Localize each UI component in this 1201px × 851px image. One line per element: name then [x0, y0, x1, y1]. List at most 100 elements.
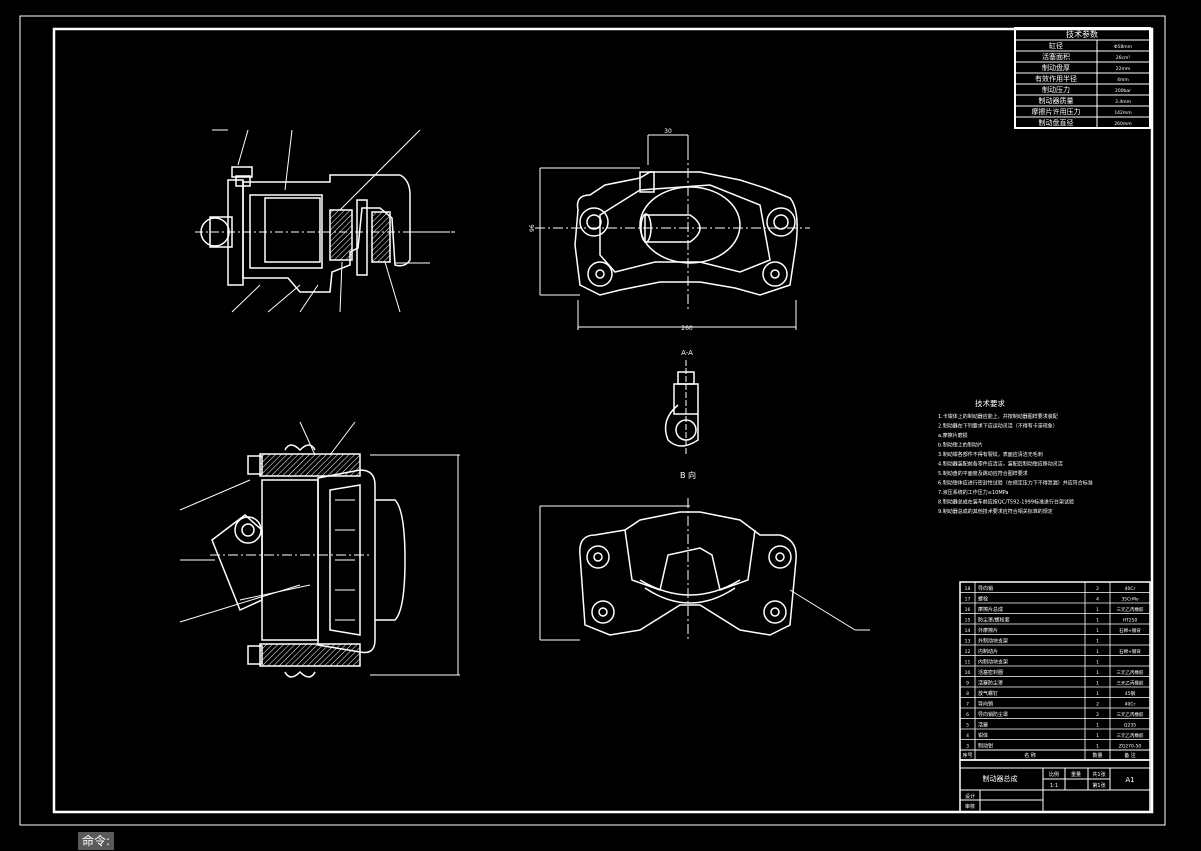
spec-label: 摩擦片许用压力 — [1032, 107, 1081, 116]
parts-cell: 4 — [966, 733, 969, 739]
parts-cell: 14 — [965, 628, 971, 634]
parts-header: 数量 — [1092, 752, 1102, 759]
parts-cell: 外制动块支架 — [978, 638, 1008, 645]
parts-cell: 35CrMo — [1121, 597, 1139, 603]
parts-cell: 45钢 — [1125, 690, 1136, 697]
parts-cell: 导向销 — [978, 701, 993, 708]
parts-cell: 活塞防尘罩 — [978, 680, 1003, 687]
parts-cell: 1 — [1096, 628, 1099, 634]
spec-value: 4mm — [1117, 77, 1129, 83]
parts-cell: 三元乙丙橡胶 — [1117, 711, 1144, 718]
spec-value: 142mm — [1114, 110, 1131, 116]
tech-req-line: 4.制动器装配前各零件应清洁，装配后制动钳应移动灵活 — [938, 461, 1063, 468]
caliper-bottom-view — [539, 498, 870, 641]
parts-cell: 15 — [965, 618, 971, 624]
parts-cell: 1 — [1096, 607, 1099, 613]
parts-cell: 8 — [966, 691, 969, 697]
parts-cell: 40Cr — [1125, 702, 1136, 708]
parts-cell: 7 — [966, 702, 969, 708]
spec-label: 活塞面积 — [1042, 52, 1070, 61]
tech-req-line: a.摩擦片磨损 — [938, 432, 968, 439]
spec-label: 制动盘直径 — [1039, 118, 1074, 127]
spec-value: 3.4mm — [1115, 99, 1131, 105]
spec-label: 制动盘厚 — [1042, 63, 1070, 72]
spec-value: Φ58mm — [1114, 44, 1132, 50]
tech-req-line: 1.卡钳体上的制动器应能上、并按制动器图样要求装配 — [938, 413, 1058, 420]
parts-cell: 内制动块支架 — [978, 659, 1008, 666]
parts-cell: 4 — [1096, 597, 1099, 603]
parts-cell: 制动钳 — [978, 743, 993, 750]
parts-cell: 9 — [966, 681, 969, 687]
parts-cell: 2 — [1096, 586, 1099, 592]
parts-cell: 放气螺钉 — [978, 690, 998, 697]
parts-cell: 摩擦片总成 — [978, 606, 1003, 613]
section-aa-view — [664, 360, 699, 455]
caliper-side-view — [179, 421, 460, 678]
parts-cell: Q235 — [1124, 723, 1136, 729]
parts-cell: 5 — [966, 723, 969, 729]
parts-cell: 外摩擦片 — [978, 627, 998, 634]
parts-cell: 1 — [1096, 733, 1099, 739]
parts-cell: 三元乙丙橡胶 — [1117, 606, 1144, 613]
tech-req-line: 2.制动器在下列要求下应运动灵活（不得有卡滞现象） — [938, 423, 1058, 430]
scale-label: 比例 — [1049, 771, 1059, 778]
parts-cell: 1 — [1096, 723, 1099, 729]
parts-cell: 石棉+钢背 — [1119, 648, 1141, 655]
parts-cell: 1 — [1096, 670, 1099, 676]
dim-small: 30 — [664, 128, 672, 135]
sheet-format: A1 — [1125, 776, 1134, 784]
parts-cell: 2 — [1096, 712, 1099, 718]
caliper-section-view — [195, 129, 455, 313]
parts-cell: 导向销 — [978, 585, 993, 592]
parts-cell: 17 — [965, 597, 971, 603]
parts-cell: 1 — [1096, 639, 1099, 645]
parts-cell: 18 — [965, 586, 971, 592]
drawing-name: 制动器总成 — [983, 774, 1018, 783]
parts-cell: 钳体 — [978, 732, 988, 739]
section-label: A-A — [681, 349, 693, 357]
parts-cell: 三元乙丙橡胶 — [1117, 669, 1144, 676]
parts-cell: 三元乙丙橡胶 — [1117, 680, 1144, 687]
parts-cell: 12 — [965, 649, 971, 655]
parts-cell: 11 — [965, 660, 971, 666]
direction-label: B 向 — [680, 470, 696, 480]
weight-label: 重量 — [1071, 771, 1081, 778]
designer-label: 设计 — [965, 793, 975, 800]
drawing-frame — [52, 27, 1154, 814]
dim-width: 260 — [681, 325, 693, 332]
sheet-total: 共1张 — [1092, 771, 1105, 778]
parts-cell: 1 — [1096, 744, 1099, 750]
spec-label: 缸径 — [1049, 41, 1063, 50]
parts-cell: 三元乙丙橡胶 — [1117, 732, 1144, 739]
tech-req-line: 6.制动钳体应进行密封性试验（在规定压力下不得泄漏）并应符合标准 — [938, 480, 1093, 487]
parts-cell: 1 — [1096, 618, 1099, 624]
spec-value: 260mm — [1114, 121, 1131, 127]
tech-req-line: 7.液压系统的工作压力≤10MPa — [938, 489, 1009, 496]
parts-cell: 螺栓 — [978, 596, 988, 603]
title-block — [959, 759, 1151, 813]
parts-cell: 活塞 — [978, 722, 988, 729]
parts-cell: 13 — [965, 639, 971, 645]
outer-border — [19, 15, 1166, 826]
parts-cell: 2 — [1096, 702, 1099, 708]
spec-label: 制动压力 — [1042, 85, 1070, 94]
tech-req-line: 8.制动器总成在装车前应按QC/T592-1999标准进行台架试验 — [938, 499, 1074, 506]
spec-label: 制动器质量 — [1039, 96, 1074, 105]
spec-value: 22mm — [1116, 66, 1131, 72]
parts-cell: 石棉+钢背 — [1119, 627, 1141, 634]
parts-cell: HT250 — [1123, 618, 1138, 624]
tech-req-line: b.制动钳上的制动片 — [938, 442, 983, 449]
parts-cell: 1 — [1096, 691, 1099, 697]
command-line[interactable]: 命令: — [78, 832, 115, 850]
parts-cell: 40Cr — [1125, 586, 1136, 592]
parts-header: 序号 — [962, 752, 972, 759]
scale-value: 1:1 — [1050, 783, 1058, 789]
parts-cell: 1 — [1096, 681, 1099, 687]
tech-req-line: 3.制动钳各部件不得有裂纹，表面应清洁无毛刺 — [938, 451, 1043, 458]
parts-cell: ZG270-50 — [1119, 744, 1142, 750]
parts-header: 备 注 — [1124, 752, 1136, 759]
dim-height: 96 — [529, 224, 536, 232]
